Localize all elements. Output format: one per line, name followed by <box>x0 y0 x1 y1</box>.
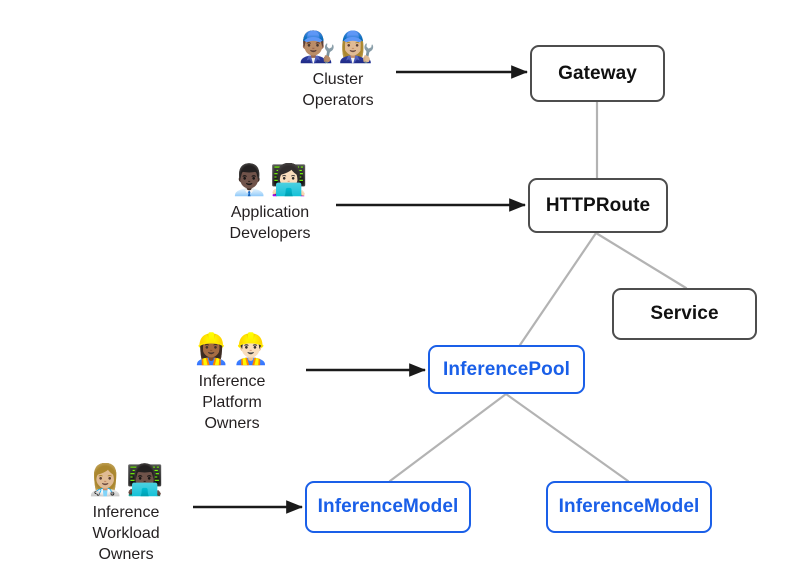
actor-label: Inference Workload Owners <box>92 504 160 563</box>
man-office-worker-icon woman-technologist-icon: 👨🏿‍💼👩🏻‍💻 <box>230 163 310 198</box>
actor-label: Cluster Operators <box>302 71 374 109</box>
edge-inferencepool-inferencemodel-left <box>388 392 508 483</box>
node-gateway[interactable]: Gateway <box>530 45 665 102</box>
node-httproute[interactable]: HTTPRoute <box>528 178 668 233</box>
actor-cluster-operators: 👨🏽‍🔧👩🏼‍🔧 Cluster Operators <box>283 30 393 111</box>
node-label: Gateway <box>558 62 637 84</box>
woman-health-worker-icon man-technologist-icon: 👩🏼‍⚕️👨🏿‍💻 <box>86 463 166 498</box>
actor-application-developers: 👨🏿‍💼👩🏻‍💻 Application Developers <box>215 163 325 244</box>
node-label: Service <box>650 303 719 324</box>
edge-httproute-service <box>594 231 688 290</box>
node-label: InferenceModel <box>317 496 459 517</box>
man-mechanic-icon woman-mechanic-icon: 👨🏽‍🔧👩🏼‍🔧 <box>298 30 378 65</box>
node-inferencemodel-left[interactable]: InferenceModel <box>305 481 471 533</box>
woman-construction-worker-icon man-construction-worker-icon: 👷🏾‍♀️👷🏻‍♂️ <box>192 332 272 367</box>
actor-label: Application Developers <box>229 204 311 242</box>
actor-inference-platform-owners: 👷🏾‍♀️👷🏻‍♂️ Inference Platform Owners <box>177 332 287 434</box>
persona-arrows <box>193 65 528 514</box>
node-inferencemodel-right[interactable]: InferenceModel <box>546 481 712 533</box>
node-label: InferenceModel <box>558 496 700 517</box>
edge-inferencepool-inferencemodel-right <box>504 392 630 483</box>
node-label: HTTPRoute <box>545 194 651 216</box>
node-inferencepool[interactable]: InferencePool <box>428 345 585 394</box>
edge-httproute-inferencepool <box>518 231 598 347</box>
node-label: InferencePool <box>443 358 570 380</box>
actor-inference-workload-owners: 👩🏼‍⚕️👨🏿‍💻 Inference Workload Owners <box>71 463 181 565</box>
node-service[interactable]: Service <box>612 288 757 340</box>
actor-label: Inference Platform Owners <box>198 373 266 432</box>
